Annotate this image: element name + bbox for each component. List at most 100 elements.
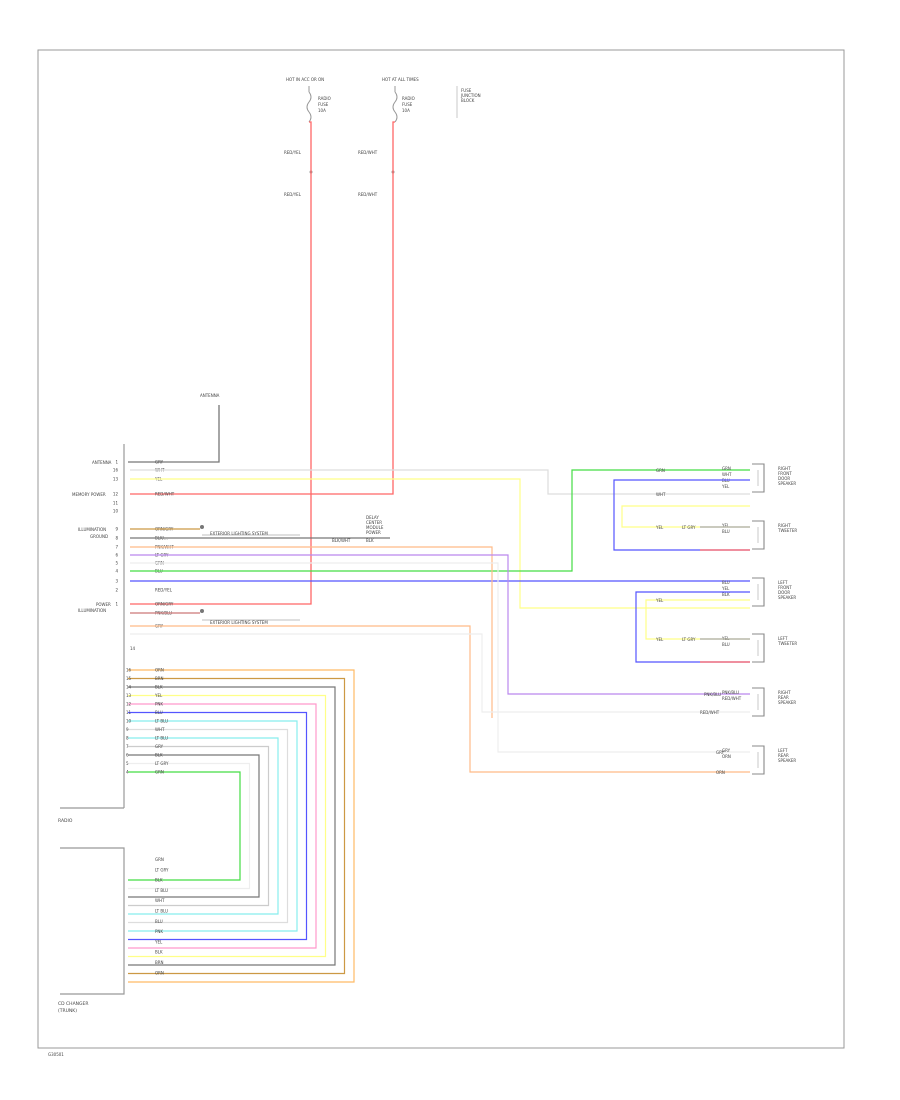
radio-lower-pin: 4 <box>126 770 129 775</box>
radio-upper-wire: GRY <box>155 460 164 465</box>
radio-lower-wire: BRN <box>155 676 164 681</box>
fuse-left-line-1: RADIO <box>318 96 331 101</box>
changer-harness-wire <box>128 677 346 975</box>
radio-lower-wire: BLK <box>155 685 163 690</box>
wire-orn-lr-2 <box>130 625 750 773</box>
speaker-icon <box>752 633 765 663</box>
radio-upper-wire-labels: 11613121110987654321GRYWHTYELRED/WHTORN/… <box>113 460 175 629</box>
radio-upper-pin: 2 <box>115 588 118 593</box>
radio-lower-wire: GRY <box>155 744 164 749</box>
speaker-label: SPEAKER <box>778 758 796 763</box>
spk-wire-lr-top: GRY <box>716 750 725 755</box>
radio-label-illumination: ILLUMINATION <box>78 527 106 532</box>
changer-wire: BLU <box>155 919 163 924</box>
radio-upper-wire: RED/YEL <box>155 588 173 593</box>
radio-upper-pin: 13 <box>113 477 119 482</box>
radio-label-power: POWER <box>96 602 111 607</box>
wire-pnk-rr <box>130 554 750 695</box>
spk-wire-rr-bot: RED/WHT <box>700 710 720 715</box>
radio-lower-wire: PNK <box>155 702 163 707</box>
fuse-right-icon <box>392 91 398 123</box>
changer-harness-wire <box>128 728 289 924</box>
speaker-pin-tag: YEL <box>721 586 730 591</box>
fuse-box-line-2: JUNCTION <box>460 93 481 98</box>
radio-upper-wire: RED/WHT <box>155 492 175 497</box>
changer-harness-wire <box>128 686 336 966</box>
wire-yel-rt <box>621 505 750 528</box>
changer-harness-wire <box>128 711 308 941</box>
antenna-label: ANTENNA <box>200 393 220 398</box>
spk-wire-rt-mid: LT GRY <box>682 525 696 530</box>
relay-label-3: MODULE <box>366 525 384 530</box>
fuse-left-line-3: 10A <box>318 108 326 113</box>
speaker-label: FRONT <box>778 471 792 476</box>
changer-name-1: CD CHANGER <box>58 1001 88 1007</box>
spk-wire-rf-top: GRN <box>656 468 665 473</box>
speaker-label: LEFT <box>778 636 788 641</box>
wire-red-wht-memory <box>130 121 395 495</box>
radio-lower-pin: 11 <box>126 710 132 715</box>
speaker-pin-tag: YEL <box>721 484 730 489</box>
speaker-label: REAR <box>778 753 789 758</box>
wire-tag-right-upper: RED/WHT <box>358 150 378 155</box>
radio-label-illumination2: ILLUMINATION <box>78 608 106 613</box>
radio-lower-wire: BLK <box>155 753 163 758</box>
fuse-box-line-1: FUSE <box>461 88 472 93</box>
fuse-right-line-1: RADIO <box>402 96 415 101</box>
antenna-lead <box>128 405 220 463</box>
speaker-label: DOOR <box>778 476 790 481</box>
changer-harness-wire <box>128 703 317 949</box>
speaker-label: FRONT <box>778 585 792 590</box>
note-illumination-1: EXTERIOR LIGHTING SYSTEM <box>210 531 268 536</box>
changer-wire: WHT <box>155 898 165 903</box>
speaker-icon <box>752 687 765 717</box>
radio-label-antenna: ANTENNA <box>92 460 112 465</box>
spk-wire-rt-left: YEL <box>655 525 664 530</box>
changer-wire: LT BLU <box>155 909 168 914</box>
speaker-pin-tag: ORN <box>722 754 731 759</box>
radio-upper-pin: 1 <box>115 460 118 465</box>
speaker-pin-tag: BLU <box>722 642 730 647</box>
spk-wire-rf-mid: WHT <box>656 492 666 497</box>
changer-harness-wire <box>128 694 327 958</box>
changer-wire: PNK <box>155 929 163 934</box>
radio-upper-pin: 9 <box>115 527 118 532</box>
diagram-border <box>37 49 845 1049</box>
wire-gry-lr <box>130 562 750 753</box>
radio-lower-pin: 16 <box>126 668 132 673</box>
relay-label-2: CENTER <box>366 520 382 525</box>
relay-tag-2: BLK <box>366 538 374 543</box>
radio-name: RADIO <box>58 818 73 824</box>
radio-lower-wire: LT BLU <box>155 719 168 724</box>
changer-wire: BLK <box>155 950 163 955</box>
changer-name-2: (TRUNK) <box>58 1008 77 1014</box>
speaker-pin-tag: PNK/BLU <box>722 690 739 695</box>
radio-lower-pin: 7 <box>126 744 129 749</box>
radio-label-memory: MEMORY POWER <box>72 492 106 497</box>
wire-red-yel-power <box>130 121 312 605</box>
fuse-right-header: HOT AT ALL TIMES <box>382 77 419 82</box>
spk-wire-lt-left: YEL <box>655 637 664 642</box>
speaker-icon <box>752 463 765 493</box>
footer-code: G30501 <box>48 1052 64 1057</box>
changer-wire: GRN <box>155 857 164 862</box>
wire-gry-rr <box>130 633 750 713</box>
wire-blu-lf-loop <box>635 591 750 663</box>
speaker: LEFTTWEETERYELBLU <box>721 633 797 663</box>
fuse-left-line-2: FUSE <box>318 102 329 107</box>
changer-harness-wire <box>128 669 355 983</box>
radio-lower-pin: 5 <box>126 761 129 766</box>
radio-lower-wire: BLU <box>155 710 163 715</box>
radio-upper-pin: 12 <box>113 492 119 497</box>
radio-lower-wire: GRN <box>155 770 164 775</box>
changer-wire: BRN <box>155 960 164 965</box>
changer-wire: YEL <box>154 939 163 944</box>
fuse-right-line-3: 10A <box>402 108 410 113</box>
radio-lower-pin: 8 <box>126 736 129 741</box>
radio-lower-pin: 15 <box>126 676 132 681</box>
speaker-label: LEFT <box>778 748 788 753</box>
radio-upper-pin: 16 <box>113 468 119 473</box>
